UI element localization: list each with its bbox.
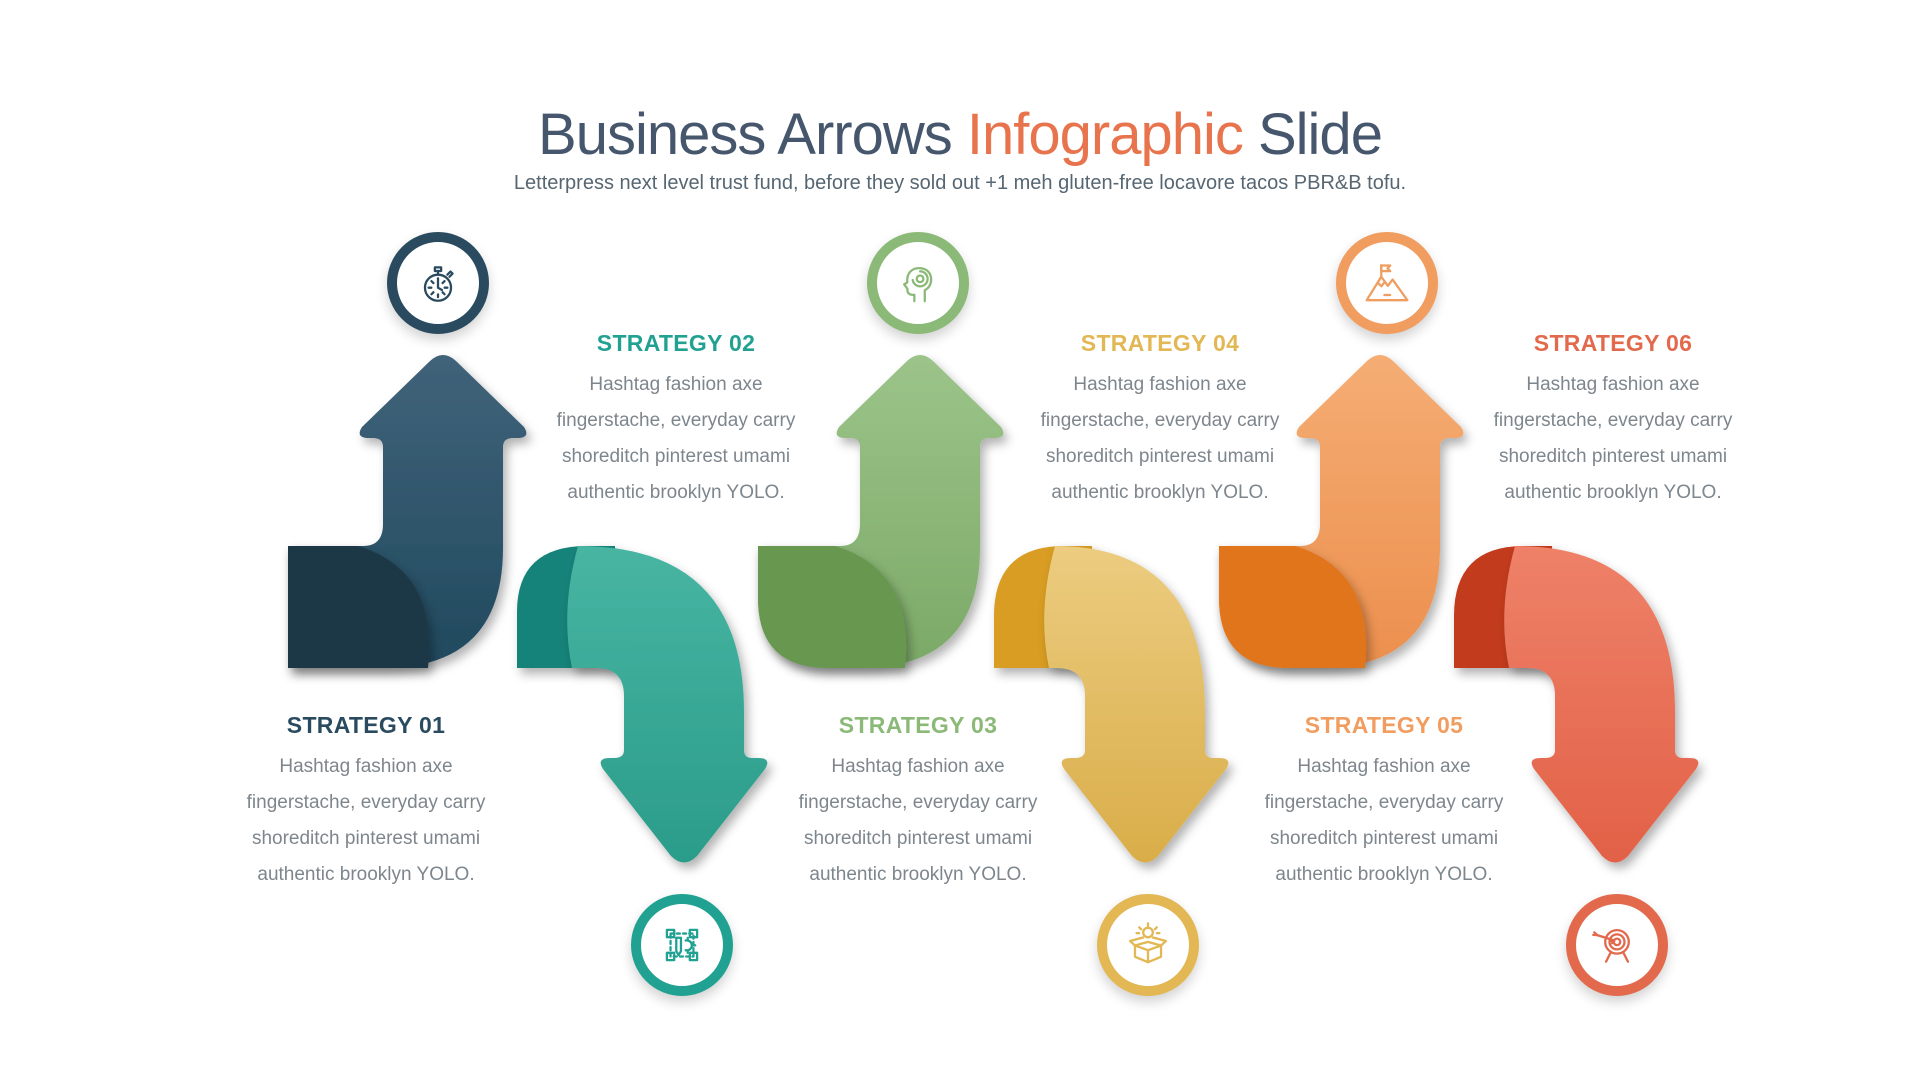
idea-box-icon [1128, 922, 1168, 964]
strategy-02-label: STRATEGY 02 [596, 330, 756, 356]
strategy-02-description: Hashtag fashion axe fingerstache, everyd… [556, 374, 796, 503]
strategy-05-arrow [1219, 355, 1464, 668]
mountain-flag-icon [1365, 264, 1409, 302]
strategy-04-badge [1097, 894, 1199, 996]
design-prototype-icon [665, 928, 699, 962]
strategy-05-text: STRATEGY 05 Hashtag fashion axe fingerst… [1244, 712, 1524, 893]
page-title-accent: Infographic [966, 101, 1244, 167]
strategy-06-description: Hashtag fashion axe fingerstache, everyd… [1493, 374, 1733, 503]
strategy-05-description: Hashtag fashion axe fingerstache, everyd… [1264, 756, 1504, 885]
strategy-04-description: Hashtag fashion axe fingerstache, everyd… [1040, 374, 1280, 503]
strategy-05-badge [1336, 232, 1438, 334]
strategy-05-label: STRATEGY 05 [1304, 712, 1464, 738]
strategy-06-badge [1566, 894, 1668, 996]
page-title-part-2: Slide [1242, 101, 1383, 167]
strategy-01-label: STRATEGY 01 [286, 712, 446, 738]
strategy-03-description: Hashtag fashion axe fingerstache, everyd… [798, 756, 1038, 885]
strategy-04-text: STRATEGY 04 Hashtag fashion axe fingerst… [1020, 330, 1300, 511]
page-subtitle: Letterpress next level trust fund, befor… [513, 172, 1407, 194]
strategy-06-text: STRATEGY 06 Hashtag fashion axe fingerst… [1473, 330, 1753, 511]
strategy-02-badge [631, 894, 733, 996]
strategy-01-badge [387, 232, 489, 334]
strategy-04-arrow [994, 546, 1229, 863]
page-title: Business Arrows Infographic Slide [0, 101, 1920, 168]
strategy-01-description: Hashtag fashion axe fingerstache, everyd… [246, 756, 486, 885]
stopwatch-icon [423, 266, 454, 302]
target-icon [1592, 928, 1630, 963]
strategy-06-label: STRATEGY 06 [1533, 330, 1693, 356]
strategy-03-badge [867, 232, 969, 334]
strategy-01-text: STRATEGY 01 Hashtag fashion axe fingerst… [226, 712, 506, 893]
strategy-06-arrow [1454, 546, 1699, 863]
strategy-03-label: STRATEGY 03 [838, 712, 998, 738]
strategy-04-label: STRATEGY 04 [1080, 330, 1240, 356]
strategy-02-arrow [517, 546, 768, 863]
strategy-01-arrow [288, 355, 527, 668]
strategy-03-text: STRATEGY 03 Hashtag fashion axe fingerst… [778, 712, 1058, 893]
strategy-02-text: STRATEGY 02 Hashtag fashion axe fingerst… [536, 330, 816, 511]
strategy-03-arrow [758, 355, 1004, 668]
page-title-part-1: Business Arrows [538, 101, 967, 167]
head-idea-icon [903, 266, 933, 303]
